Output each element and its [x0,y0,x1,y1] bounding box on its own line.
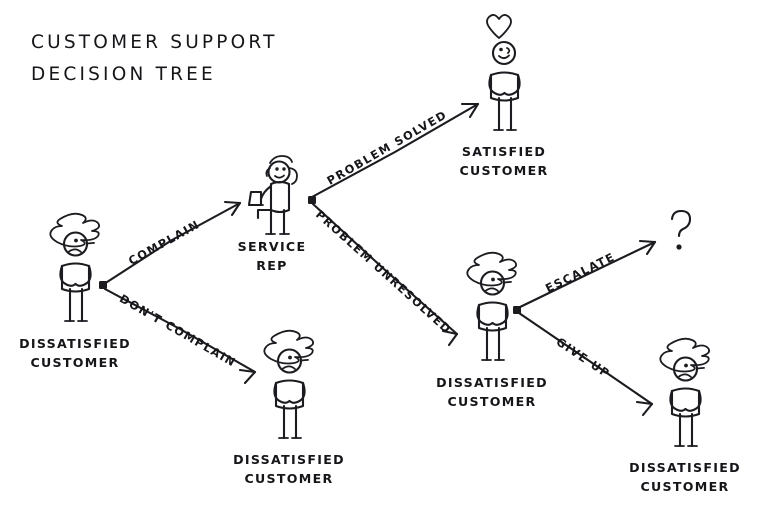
node-label-line-1: DISSATISFIED [629,460,741,475]
edge-problem-unresolved-label: PROBLEM UNRESOLVED [313,207,454,336]
node-label-line-2: CUSTOMER [640,479,729,494]
edge-dont-complain-label: DON'T COMPLAIN [117,291,239,369]
branch-point-service-rep [308,196,316,204]
node-label-line-2: CUSTOMER [244,471,333,486]
edge-escalate-label: ESCALATE [543,249,617,295]
avatar-head [265,155,298,185]
node-label-line-1: SATISFIED [462,144,546,159]
node-give-up-dissatisfied-customer[interactable]: DISSATISFIED CUSTOMER [629,337,741,494]
node-label-line-2: CUSTOMER [30,355,119,370]
scribble-cloud-icon [466,251,518,287]
avatar-head [276,348,309,374]
node-satisfied-customer[interactable]: SATISFIED CUSTOMER [459,14,548,178]
node-label-line-1: SERVICE [238,239,307,254]
node-label-line-2: REP [256,258,287,273]
avatar-body [488,71,521,132]
node-service-rep[interactable]: SERVICE REP [238,155,307,273]
node-label-line-1: DISSATISFIED [19,336,131,351]
node-escalate-unknown[interactable] [670,209,692,250]
edge-give-up-label: GIVE UP [554,334,613,380]
edge-problem-solved: PROBLEM SOLVED [310,102,480,199]
title-line-1: CUSTOMER SUPPORT [31,32,278,53]
avatar-head [62,231,95,257]
avatar-body [59,262,92,323]
node-start-dissatisfied-customer[interactable]: DISSATISFIED CUSTOMER [19,212,131,370]
avatar-body [476,301,509,362]
heart-icon [486,14,512,39]
scribble-cloud-icon [49,212,101,248]
avatar-body [669,387,702,448]
edge-problem-solved-label: PROBLEM SOLVED [324,107,449,187]
title-line-2: DECISION TREE [31,64,216,85]
diagram-title: CUSTOMER SUPPORT DECISION TREE [31,32,278,85]
node-dont-complain-dissatisfied-customer[interactable]: DISSATISFIED CUSTOMER [233,329,345,486]
edge-escalate: ESCALATE [516,239,657,310]
avatar-head [491,40,517,66]
node-unresolved-dissatisfied-customer[interactable]: DISSATISFIED CUSTOMER [436,251,548,409]
avatar-body [273,379,306,440]
edge-complain: COMPLAIN [102,200,242,286]
node-label-line-1: DISSATISFIED [436,375,548,390]
edge-give-up: GIVE UP [517,311,654,417]
avatar-head [672,356,705,382]
node-label-line-2: CUSTOMER [447,394,536,409]
avatar-head [479,270,512,296]
scribble-cloud-icon [263,329,315,365]
scribble-cloud-icon [659,337,711,373]
question-mark-icon [670,209,692,250]
workstation-icon [247,190,264,207]
node-label-line-2: CUSTOMER [459,163,548,178]
node-label-line-1: DISSATISFIED [233,452,345,467]
edge-complain-label: COMPLAIN [126,217,202,268]
edge-problem-unresolved: PROBLEM UNRESOLVED [311,202,459,347]
avatar-body-seated [256,180,291,236]
